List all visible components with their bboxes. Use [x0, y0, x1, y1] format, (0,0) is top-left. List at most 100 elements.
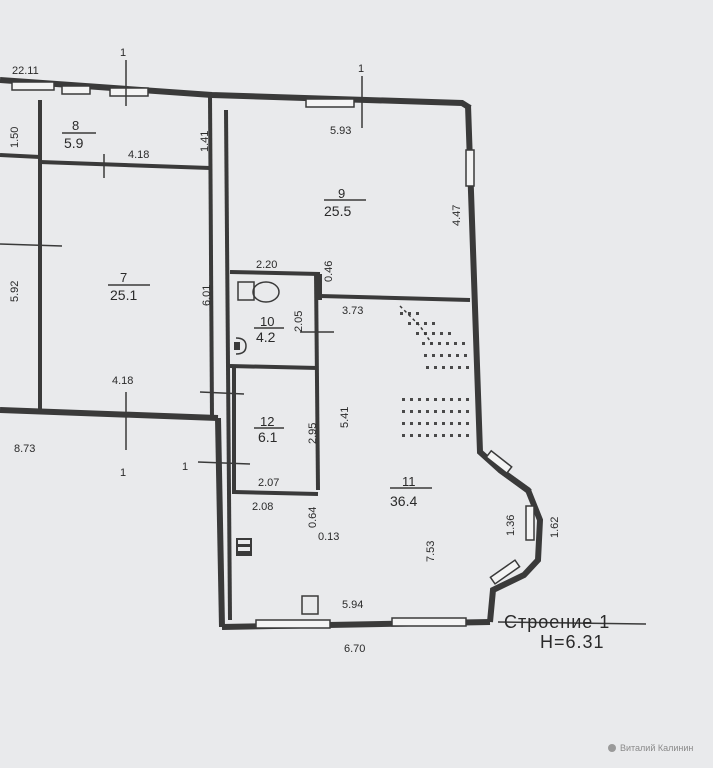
room-7-number: 7 — [120, 270, 127, 285]
stair-dot — [432, 354, 435, 357]
dim-1-41: 1.41 — [199, 131, 211, 152]
stair-dot — [438, 342, 441, 345]
stair-dot — [442, 434, 445, 437]
dim-0-13: 0.13 — [318, 531, 339, 543]
stair-dot — [450, 398, 453, 401]
stair-dot — [442, 366, 445, 369]
stair-dot — [448, 354, 451, 357]
dim-6-01: 6.01 — [201, 285, 213, 306]
stair-dot — [454, 342, 457, 345]
window-room8 — [61, 85, 91, 95]
stair-dot — [456, 354, 459, 357]
dim-5-93: 5.93 — [330, 125, 351, 137]
window-bottom-left — [255, 619, 331, 629]
room-8-number: 8 — [72, 118, 79, 133]
dim-3-73: 3.73 — [342, 305, 363, 317]
stair-dot — [466, 410, 469, 413]
toilet-tank-icon — [237, 281, 255, 301]
windows — [11, 81, 535, 629]
stair-dot — [402, 422, 405, 425]
stair-dot — [418, 422, 421, 425]
stair-dot — [442, 398, 445, 401]
stair-dot — [458, 422, 461, 425]
stair-dot — [410, 434, 413, 437]
stair-dot — [426, 410, 429, 413]
dim-22-11: 22.11 — [12, 65, 39, 77]
stair-dot — [400, 312, 403, 315]
dim-4-18-top: 4.18 — [128, 149, 149, 161]
room-9-number: 9 — [338, 186, 345, 201]
stair-dot — [450, 422, 453, 425]
stair-dot — [418, 410, 421, 413]
stair-dot — [416, 332, 419, 335]
window-bay-top — [485, 449, 513, 475]
stair-dot — [442, 422, 445, 425]
sink-icon — [235, 337, 247, 355]
window-bay-bottom — [489, 559, 521, 585]
drain-icon — [301, 595, 319, 615]
window-top-mid — [109, 87, 149, 97]
dim-2-05: 2.05 — [293, 311, 305, 332]
stair-dot — [402, 434, 405, 437]
dim-5-41: 5.41 — [339, 407, 351, 428]
stair-dot — [426, 398, 429, 401]
stair-dot — [434, 422, 437, 425]
stair-dot — [418, 434, 421, 437]
watermark-icon — [608, 744, 616, 752]
stair-dot — [440, 332, 443, 335]
room-labels: 8 5.9 9 25.5 7 25.1 10 4.2 12 6.1 11 36.… — [62, 118, 432, 509]
stair-dot — [432, 332, 435, 335]
room-8-area: 5.9 — [64, 135, 84, 151]
stair-dot — [466, 398, 469, 401]
stair-dot — [466, 422, 469, 425]
stair-dot — [458, 366, 461, 369]
stair-dot — [458, 434, 461, 437]
dim-5-94: 5.94 — [342, 599, 363, 611]
stair-dot — [450, 434, 453, 437]
dim-2-08: 2.08 — [252, 501, 273, 513]
stair-dot — [424, 322, 427, 325]
stair-dot — [450, 366, 453, 369]
window-room9-top — [305, 98, 355, 108]
room-12-number: 12 — [260, 414, 274, 429]
section-mark-bottom-left: 1 — [120, 467, 126, 479]
stair-dot — [432, 322, 435, 325]
stair-arrow — [399, 305, 433, 345]
dim-2-95: 2.95 — [307, 423, 319, 444]
dim-0-46: 0.46 — [323, 261, 335, 282]
stair-dot — [442, 410, 445, 413]
stair-dot — [434, 366, 437, 369]
section-mark-top-left: 1 — [120, 47, 126, 59]
dim-1-50: 1.50 — [9, 127, 21, 148]
stair-dot — [416, 312, 419, 315]
room-7-area: 25.1 — [110, 287, 137, 303]
fixtures — [234, 281, 319, 615]
stair-dot — [410, 410, 413, 413]
dim-1-62: 1.62 — [549, 517, 561, 538]
title-underline — [497, 621, 647, 625]
section-mark-bottom-mid: 1 — [182, 461, 188, 473]
stair-dot — [466, 366, 469, 369]
building-height: Н=6.31 — [540, 632, 605, 652]
inner-walls — [0, 94, 471, 621]
watermark: Виталий Калинин — [620, 743, 693, 753]
room-10-number: 10 — [260, 314, 274, 329]
room-11-number: 11 — [402, 474, 416, 489]
dim-8-73: 8.73 — [14, 443, 35, 455]
stair-dot — [426, 422, 429, 425]
window-top-left — [11, 81, 55, 91]
dim-0-64: 0.64 — [307, 507, 319, 528]
dim-2-07: 2.07 — [258, 477, 279, 489]
tap-icon — [234, 342, 240, 350]
stair-dot — [458, 398, 461, 401]
stair-dot — [408, 322, 411, 325]
stair-dot — [434, 434, 437, 437]
stair-dot — [422, 342, 425, 345]
toilet-bowl-icon — [252, 281, 280, 303]
dim-1-36: 1.36 — [505, 515, 517, 536]
section-lines — [0, 60, 363, 465]
stair-dot — [418, 398, 421, 401]
stair-dot — [402, 398, 405, 401]
stair-dot — [434, 398, 437, 401]
